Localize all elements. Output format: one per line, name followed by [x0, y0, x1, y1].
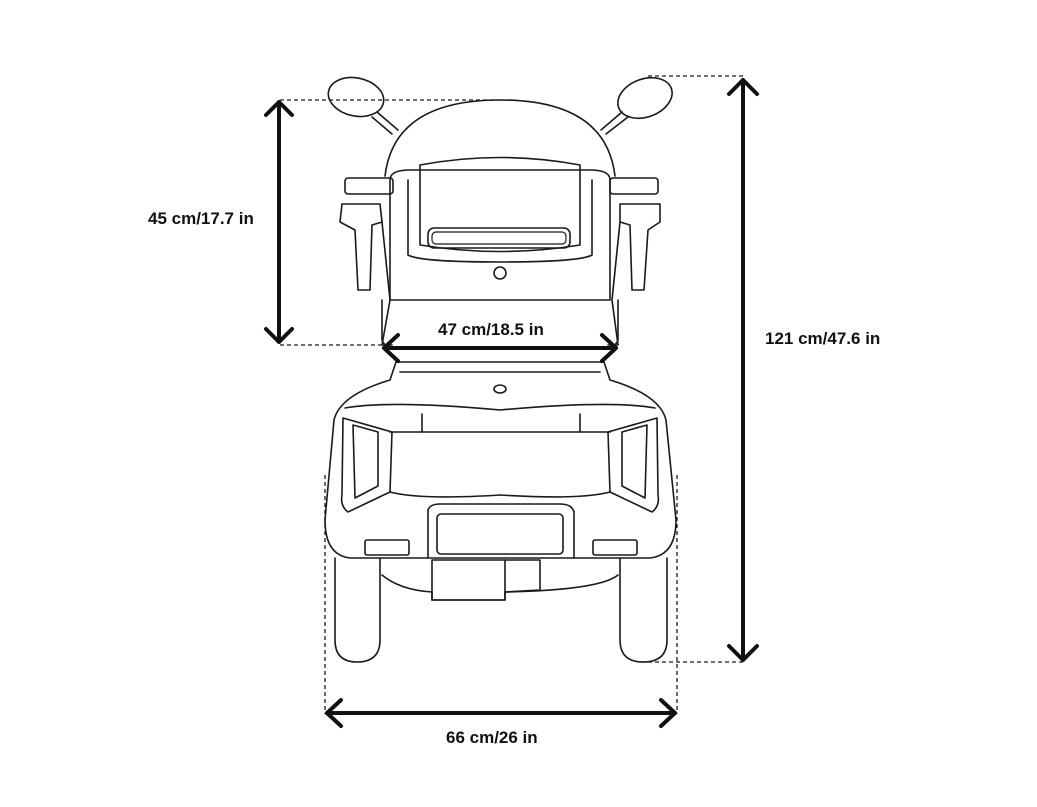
seat-height-label: 45 cm/17.7 in: [148, 209, 254, 228]
right-mirror: [600, 76, 673, 135]
seat-width-label: 47 cm/18.5 in: [438, 320, 544, 339]
undercarriage: [381, 559, 619, 601]
left-wheel: [334, 557, 381, 663]
overall-width-label: 66 cm/26 in: [446, 728, 538, 747]
seat-height-dimension: [264, 99, 498, 346]
seat-backrest: [384, 99, 616, 301]
overall-width-dimension: [324, 475, 678, 728]
left-armrest: [339, 177, 394, 346]
seat-width-dimension: [382, 333, 618, 363]
right-wheel: [619, 557, 668, 663]
body-shroud: [324, 361, 677, 559]
overall-height-dimension: [641, 75, 759, 663]
overall-height-label: 121 cm/47.6 in: [765, 329, 881, 348]
left-mirror: [327, 76, 399, 135]
right-armrest: [607, 177, 661, 346]
